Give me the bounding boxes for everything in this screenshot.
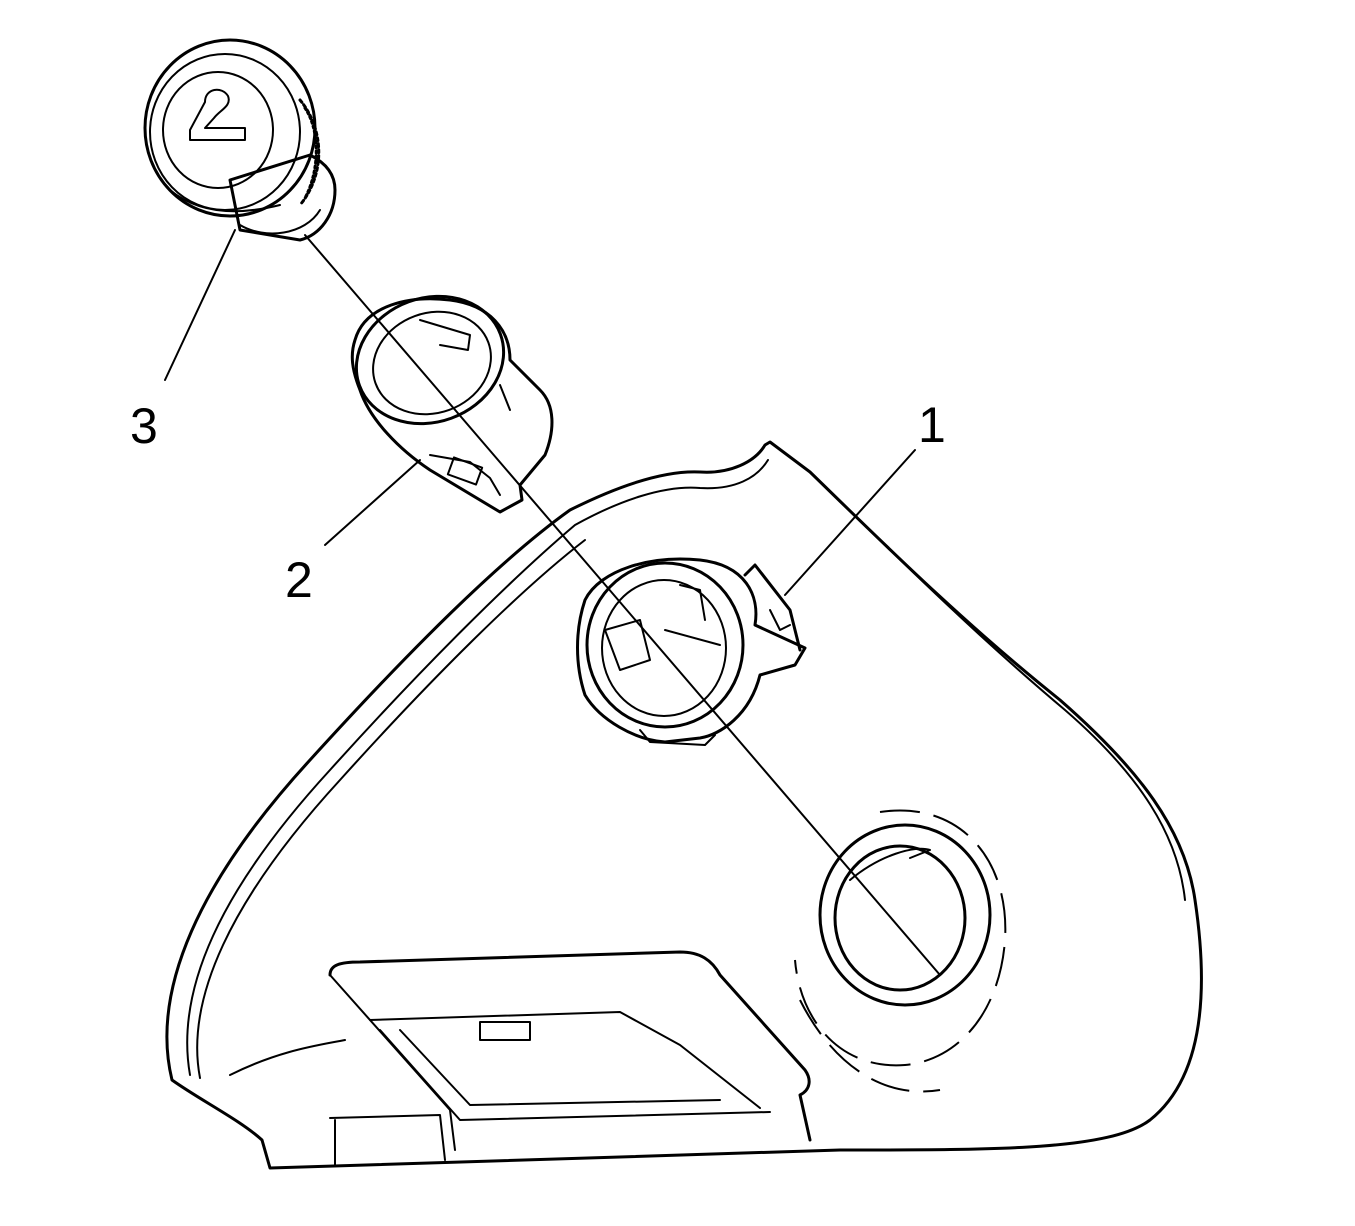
callout-1: 1 (918, 397, 946, 453)
part-3-lighter-knob (143, 38, 337, 242)
leader-line-3 (164, 229, 236, 381)
lighter-opening (794, 809, 1007, 1093)
storage-tray-recess (328, 950, 812, 1166)
console-trim-panel (165, 440, 1203, 1170)
leader-line-1 (784, 449, 916, 596)
leader-line-2 (324, 459, 421, 546)
assembly-axis-line (304, 234, 941, 976)
part-1-retainer (576, 557, 807, 746)
callout-2: 2 (285, 552, 313, 608)
callout-3: 3 (130, 398, 158, 454)
cigarette-symbol-icon (189, 88, 246, 141)
